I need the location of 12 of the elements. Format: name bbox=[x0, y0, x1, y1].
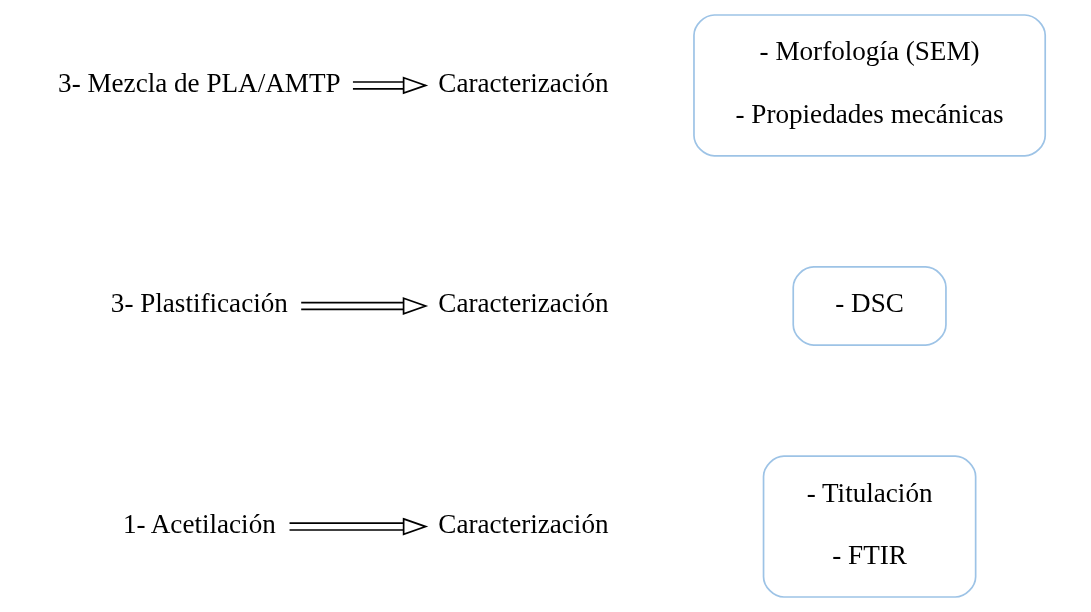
arrow bbox=[300, 297, 429, 315]
node-text: Caracterización bbox=[438, 288, 609, 319]
arrow bbox=[288, 517, 429, 536]
node-box: - Titulación - FTIR bbox=[762, 455, 977, 598]
node-text: Caracterización bbox=[438, 67, 609, 98]
node-text: 3- Plastificación bbox=[110, 288, 288, 319]
node-text: 3- Mezcla de PLA/AMTP bbox=[58, 67, 341, 98]
arrow bbox=[352, 76, 429, 95]
node-text: 1- Acetilación bbox=[122, 509, 276, 540]
node-box: - Morfología (SEM) - Propiedades mecánicas bbox=[693, 14, 1047, 157]
node-text: Caracterización bbox=[438, 509, 609, 540]
node-box: - DSC bbox=[792, 266, 947, 346]
